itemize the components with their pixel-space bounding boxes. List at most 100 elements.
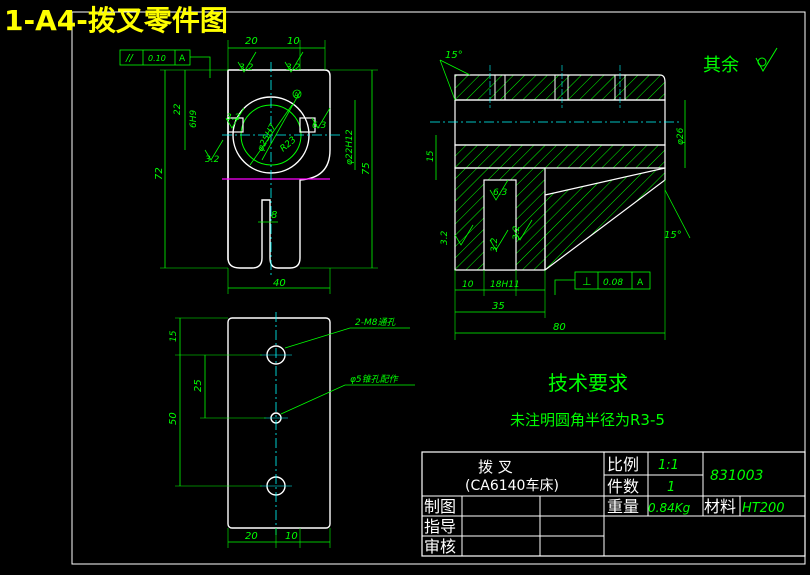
angle-leader-top [439, 59, 471, 76]
sheet-border [71, 11, 806, 565]
sec-rough-63 [489, 179, 509, 201]
roughness-symbol-a [237, 51, 257, 73]
section-rib-hatched [544, 167, 666, 272]
leader-pin [280, 384, 415, 415]
dim-18h11: 18H11 [490, 280, 520, 290]
note-pin: φ5锥孔配作 [350, 374, 400, 385]
section-bore [454, 99, 666, 146]
dim-40: 40 [273, 278, 286, 289]
perp-symbol: ⊥ [582, 275, 592, 288]
roughness-b-label: 3.2 [286, 63, 301, 73]
right-slot [299, 117, 316, 133]
sec-rough-32b [489, 229, 509, 251]
sec-rough-32c-label: 3.2 [512, 225, 522, 240]
dim-10b: 10 [285, 531, 298, 542]
roughness-symbol-d [225, 107, 245, 129]
dim-35: 35 [492, 301, 505, 312]
dim-top-right: 10 [287, 36, 300, 47]
sec-rough-32b-label: 3.2 [490, 237, 500, 252]
leader-phi25 [249, 104, 293, 166]
perp-datum: A [637, 278, 644, 288]
tb-review-label: 审核 [424, 537, 456, 556]
angle-top-label: 15° [445, 50, 463, 61]
dim-75: 75 [361, 162, 372, 175]
tb-weight-label: 重量 [607, 497, 639, 516]
section-bottom-hatched [454, 144, 666, 169]
front-view: 20 10 3.2 3.2 6H9 22 72 φ25H7 R23 φ22H12… [119, 36, 378, 294]
sec-rough-32a-label: 3.2 [440, 230, 450, 245]
general-roughness: 其余 [703, 47, 778, 76]
title-block: 拨 叉 (CA6140车床) 比例 1:1 831003 件数 1 重量 0.8… [421, 451, 806, 557]
tb-draw-label: 制图 [424, 497, 456, 516]
section-fork-slot [483, 179, 517, 271]
dim-8: 8 [271, 210, 277, 221]
tb-part-name: 拨 叉 [478, 458, 513, 476]
dim-top-left: 20 [245, 36, 258, 47]
perp-leader [554, 279, 575, 295]
dim-phi22h12: φ22H12 [345, 129, 355, 165]
datum-circle [292, 89, 302, 99]
tb-drawing-no: 831003 [710, 468, 763, 484]
dim-50: 50 [168, 412, 179, 425]
sec-rough-32a [454, 224, 474, 246]
dim-80: 80 [553, 322, 566, 333]
dim-15-sec: 15 [426, 150, 436, 162]
page-title: 1-A4-拨叉零件图 [4, 4, 228, 37]
dim-20b: 20 [245, 531, 258, 542]
roughness-a-label: 3.2 [239, 63, 254, 73]
roughness-symbol-b [284, 51, 304, 73]
rough-63-label: 6.3 [312, 121, 327, 131]
tb-guide-label: 指导 [424, 517, 456, 536]
front-outline [227, 69, 331, 269]
tb-scale-value: 1:1 [658, 458, 679, 473]
tech-requirements: 技术要求 未注明圆角半径为R3-5 [510, 371, 665, 429]
leader-r23 [261, 91, 301, 161]
dim-15b: 15 [169, 330, 179, 342]
roughness-note-circle-icon [757, 57, 767, 67]
sec-rough-32c [513, 219, 533, 241]
angle-leader-bottom [664, 189, 691, 239]
tb-machine: (CA6140车床) [465, 477, 559, 494]
tolerance-datum: A [179, 54, 186, 64]
note-m8: 2-M8通孔 [355, 317, 396, 328]
tb-material-value: HT200 [742, 501, 785, 516]
dim-22: 22 [173, 103, 183, 115]
tb-weight-value: 0.84Kg [648, 501, 691, 515]
left-slot [227, 117, 244, 133]
roughness-note-text: 其余 [703, 55, 739, 76]
roughness-symbol-e [311, 107, 331, 129]
section-top-hatched [454, 74, 666, 101]
dim-72: 72 [154, 167, 165, 180]
tb-scale-label: 比例 [607, 455, 639, 474]
bottom-view: 2-M8通孔 φ5锥孔配作 15 25 50 20 10 [168, 312, 415, 548]
dim-10: 10 [462, 280, 474, 290]
tech-line1: 未注明圆角半径为R3-5 [510, 411, 665, 429]
angle-leader-top2 [439, 59, 456, 101]
datum-a-label: A [294, 91, 299, 99]
tb-qty-value: 1 [667, 480, 675, 495]
perp-frame [574, 271, 651, 290]
rough-32b-label: 3.2 [226, 113, 241, 123]
perp-value: 0.08 [603, 278, 623, 288]
tolerance-leader [190, 56, 211, 78]
dim-25: 25 [193, 379, 204, 392]
tolerance-symbol: // [125, 53, 134, 64]
tolerance-value: 0.10 [148, 54, 166, 63]
roughness-symbol-c [204, 139, 224, 161]
angle-bottom-label: 15° [664, 230, 682, 241]
dim-phi25h7: φ25H7 [256, 122, 279, 153]
bottom-outline [227, 317, 331, 529]
rough-32a-label: 3.2 [205, 155, 220, 165]
tolerance-frame [119, 49, 191, 66]
dim-6h9: 6H9 [189, 110, 199, 128]
section-view: 15° 15° φ26 15 6.3 3.2 3.2 3.2 10 18H11 … [426, 50, 691, 340]
title-block-frame [421, 451, 806, 557]
dim-phi26: φ26 [676, 127, 686, 145]
sec-rough-63-label: 6.3 [493, 188, 508, 198]
tb-qty-label: 件数 [607, 477, 639, 496]
leader-m8 [284, 327, 410, 349]
tech-heading: 技术要求 [548, 371, 628, 395]
tb-material-label: 材料 [704, 497, 736, 516]
